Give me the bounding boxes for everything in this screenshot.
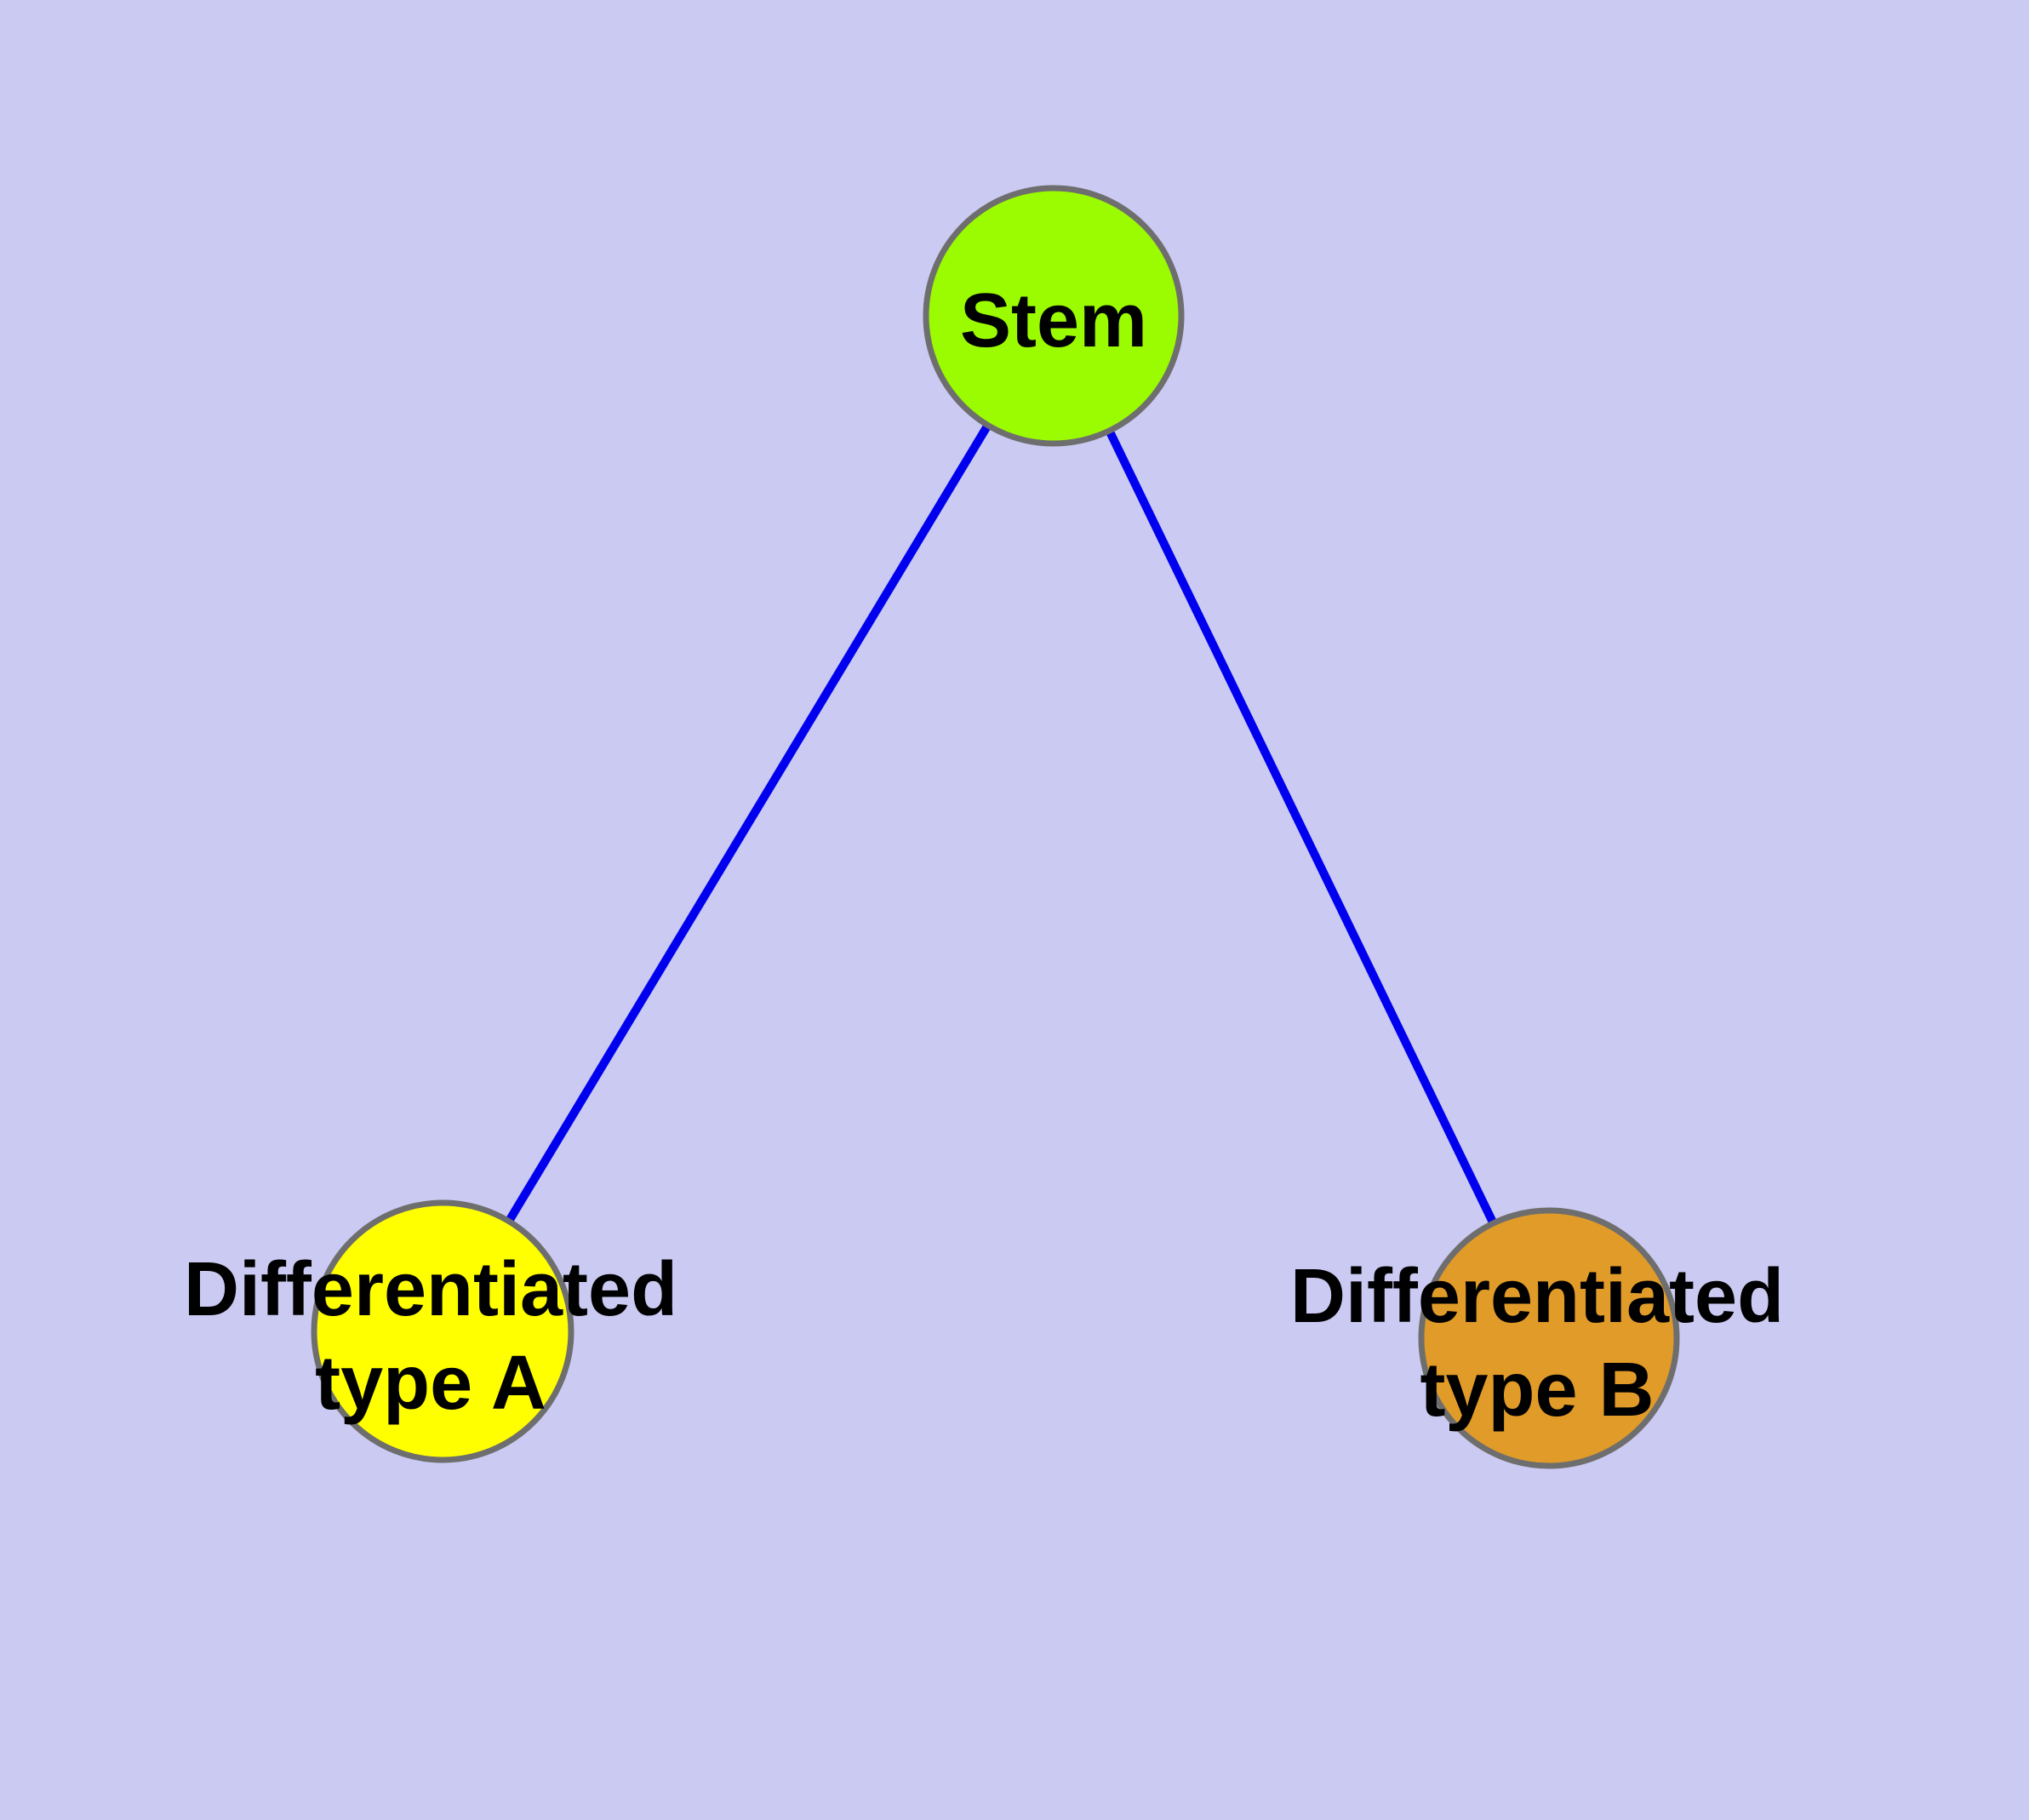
node-differentiated-type-a-label-line1: Differentiated <box>183 1247 678 1332</box>
node-differentiated-type-b-label-line2: type B <box>1420 1348 1655 1433</box>
node-stem-circle[interactable] <box>923 185 1185 447</box>
node-differentiated-type-b-label-line1: Differentiated <box>1289 1254 1785 1339</box>
node-differentiated-type-b-label: Differentiated type B <box>1290 1250 1784 1437</box>
edge-stem-to-type-b <box>1049 313 1553 1341</box>
node-differentiated-type-a-circle[interactable] <box>311 1199 574 1463</box>
node-differentiated-type-a-label: Differentiated type A <box>184 1243 677 1430</box>
node-stem-label-line: Stem <box>959 278 1148 363</box>
edge-stem-to-type-a <box>438 313 1058 1334</box>
node-differentiated-type-a-label-line2: type A <box>315 1341 546 1426</box>
node-stem-label: Stem <box>960 274 1147 368</box>
node-differentiated-type-b-circle[interactable] <box>1418 1207 1680 1469</box>
